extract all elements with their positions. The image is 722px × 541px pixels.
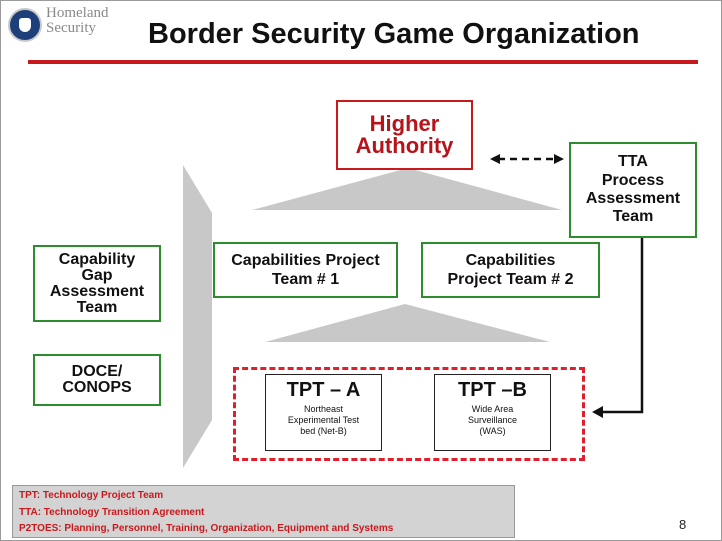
doce-conops-box: DOCE/CONOPS bbox=[33, 354, 161, 406]
logo-line-2: Security bbox=[46, 20, 96, 36]
arrowhead-left bbox=[490, 154, 500, 164]
tpt-b-description: Wide Area Surveillance (WAS) bbox=[467, 404, 518, 436]
legend-item-p2toes: P2TOES: Planning, Personnel, Training, O… bbox=[19, 523, 394, 534]
slide-title: Border Security Game Organization bbox=[148, 18, 640, 50]
logo-line-1: Homeland bbox=[46, 5, 109, 21]
arrowhead-tpt bbox=[592, 406, 603, 418]
tpt-dashed-group bbox=[233, 367, 585, 461]
upper-up-arrow bbox=[252, 168, 562, 210]
dhs-seal-logo bbox=[8, 8, 42, 42]
dhs-logo-text: Homeland Security bbox=[46, 6, 108, 36]
tpt-b-box: TPT –B Wide Area Surveillance (WAS) bbox=[434, 374, 551, 451]
page-number: 8 bbox=[679, 517, 687, 532]
lower-up-arrow bbox=[265, 304, 550, 342]
elbow-connector bbox=[602, 238, 644, 414]
legend-item-tpt: TPT: Technology Project Team bbox=[19, 490, 164, 501]
arrowhead-right bbox=[554, 154, 564, 164]
title-underline bbox=[28, 60, 698, 64]
tpt-b-title: TPT –B bbox=[458, 379, 527, 401]
tpt-a-box: TPT – A Northeast Experimental Test bed … bbox=[265, 374, 382, 451]
tpt-a-title: TPT – A bbox=[286, 379, 361, 401]
left-chevron-arrow bbox=[183, 165, 212, 468]
tpt-a-description: Northeast Experimental Test bed (Net-B) bbox=[287, 404, 360, 436]
acronym-legend: TPT: Technology Project Team TTA: Techno… bbox=[12, 485, 515, 538]
legend-item-tta: TTA: Technology Transition Agreement bbox=[19, 507, 205, 518]
